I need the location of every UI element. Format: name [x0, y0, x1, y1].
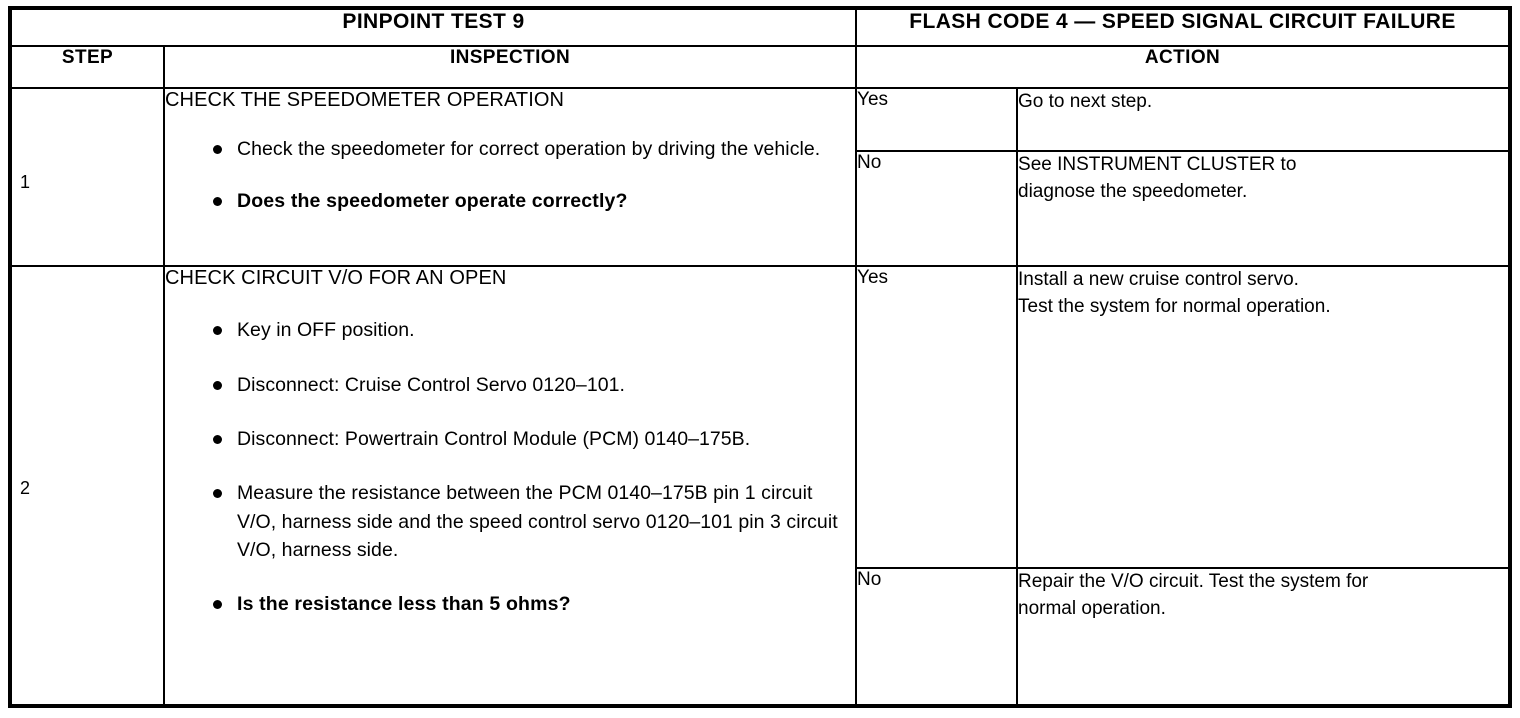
action-text-yes: Go to next step. — [1017, 89, 1509, 153]
column-header-step: STEP — [9, 45, 165, 89]
column-header-inspection: INSPECTION — [162, 45, 858, 89]
outcome-row-no: No See INSTRUMENT CLUSTER to diagnose th… — [857, 151, 1508, 265]
action-line: Install a new cruise control servo. — [1018, 268, 1299, 290]
outcome-table: Yes Install a new cruise control servo. … — [857, 266, 1509, 704]
inspection-cell-1: CHECK THE SPEEDOMETER OPERATION Check th… — [162, 87, 858, 267]
table-title-row: PINPOINT TEST 9 FLASH CODE 4 — SPEED SIG… — [8, 7, 1512, 47]
outcome-label-no: No — [857, 568, 1019, 704]
inspection-cell-2: CHECK CIRCUIT V/O FOR AN OPEN Key in OFF… — [162, 264, 858, 708]
action-line: normal operation. — [1018, 598, 1166, 620]
outcome-row-yes: Yes Go to next step. — [857, 89, 1509, 153]
outcome-label-no: No — [857, 151, 1019, 265]
inspection-heading: CHECK CIRCUIT V/O FOR AN OPEN — [165, 266, 507, 289]
step-number: 1 — [20, 172, 31, 192]
pinpoint-test-table: PINPOINT TEST 9 FLASH CODE 4 — SPEED SIG… — [8, 6, 1513, 708]
inspection-heading: CHECK THE SPEEDOMETER OPERATION — [165, 89, 565, 111]
action-line: See INSTRUMENT CLUSTER to — [1018, 154, 1297, 176]
title-pinpoint-test: PINPOINT TEST 9 — [8, 7, 858, 47]
action-pairs-cell-2: Yes Install a new cruise control servo. … — [855, 264, 1512, 708]
outcome-table: Yes Go to next step. No See INSTRUMENT C… — [857, 89, 1509, 265]
action-pairs-cell-1: Yes Go to next step. No See INSTRUMENT C… — [855, 87, 1512, 267]
list-item: Key in OFF position. — [165, 316, 855, 344]
outcome-label-yes: Yes — [857, 266, 1019, 570]
action-line: diagnose the speedometer. — [1018, 181, 1248, 203]
action-text-no: See INSTRUMENT CLUSTER to diagnose the s… — [1017, 151, 1508, 265]
action-line: Go to next step. — [1018, 91, 1153, 112]
list-item: Is the resistance less than 5 ohms? — [165, 590, 855, 618]
inspection-bullet-list: Check the speedometer for correct operat… — [165, 135, 855, 216]
list-item: Does the speedometer operate correctly? — [165, 187, 855, 215]
list-item: Disconnect: Powertrain Control Module (P… — [165, 425, 855, 453]
step-number-cell-1: 1 — [9, 87, 165, 267]
action-line: Test the system for normal operation. — [1018, 295, 1331, 317]
outcome-row-no: No Repair the V/O circuit. Test the syst… — [857, 568, 1508, 704]
outcome-row-yes: Yes Install a new cruise control servo. … — [857, 266, 1509, 570]
inspection-bullet-list: Key in OFF position. Disconnect: Cruise … — [165, 316, 855, 618]
table-column-header-row: STEP INSPECTION ACTION — [9, 45, 1512, 89]
action-text-yes: Install a new cruise control servo. Test… — [1017, 266, 1509, 570]
step-number: 2 — [20, 477, 31, 498]
list-item: Measure the resistance between the PCM 0… — [165, 479, 855, 564]
table-row: 1 CHECK THE SPEEDOMETER OPERATION Check … — [9, 87, 1512, 267]
action-text-no: Repair the V/O circuit. Test the system … — [1017, 568, 1508, 704]
outcome-label-yes: Yes — [857, 89, 1019, 153]
table-row: 2 CHECK CIRCUIT V/O FOR AN OPEN Key in O… — [9, 264, 1512, 708]
list-item: Check the speedometer for correct operat… — [165, 135, 855, 163]
step-number-cell-2: 2 — [9, 264, 165, 708]
title-flash-code: FLASH CODE 4 — SPEED SIGNAL CIRCUIT FAIL… — [855, 7, 1512, 47]
action-line: Repair the V/O circuit. Test the system … — [1018, 571, 1369, 593]
list-item: Disconnect: Cruise Control Servo 0120–10… — [165, 371, 855, 399]
column-header-action: ACTION — [855, 45, 1512, 89]
